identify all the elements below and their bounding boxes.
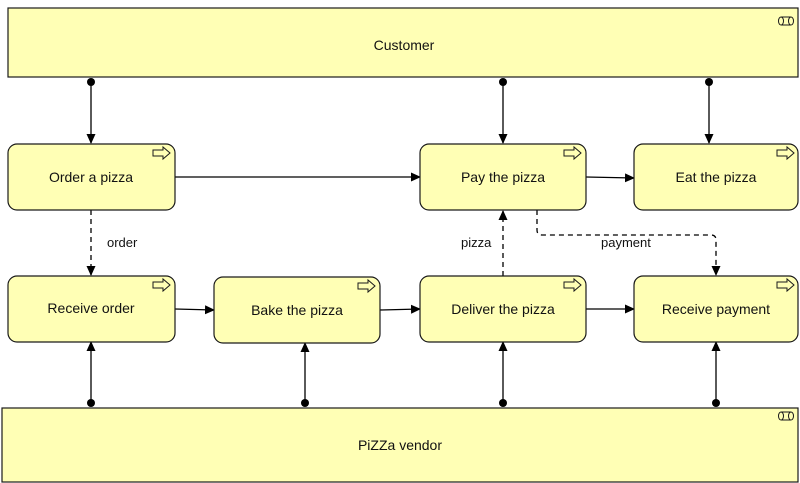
role-vendor-label: PiZZa vendor [358,437,442,453]
role-icon [778,411,794,421]
assignment-dot [712,399,720,407]
trigger-bake-to-deliver[interactable] [379,304,421,314]
process-pay-pizza[interactable]: Pay the pizza [419,143,587,211]
connections [86,82,721,403]
role-customer-label: Customer [374,37,435,53]
assignment-dot [499,399,507,407]
process-receive-payment[interactable]: Receive payment [633,275,799,343]
process-pay-pizza-label: Pay the pizza [461,169,545,185]
process-receive-order[interactable]: Receive order [7,275,176,343]
flow-payment-label: payment [601,235,651,250]
process-bake-pizza[interactable]: Bake the pizza [213,276,381,344]
process-bake-pizza-label: Bake the pizza [251,302,343,318]
flow-payment[interactable] [536,210,721,276]
assignment-dot [301,399,309,407]
role-customer[interactable]: Customer [7,7,799,78]
trigger-receive-to-bake[interactable] [174,305,215,315]
process-order-pizza[interactable]: Order a pizza [7,143,176,211]
process-arrow-icon [563,277,582,293]
process-order-pizza-label: Order a pizza [49,169,133,185]
assignment-dot [87,399,95,407]
process-arrow-icon [563,145,582,161]
process-deliver-pizza[interactable]: Deliver the pizza [419,275,587,343]
trigger-pay-to-eat[interactable] [585,173,635,183]
process-deliver-pizza-label: Deliver the pizza [451,301,555,317]
flow-order-label: order [107,235,138,250]
process-arrow-icon [776,145,795,161]
assignment-dot [705,78,713,86]
process-receive-order-label: Receive order [47,300,134,316]
process-arrow-icon [357,278,376,294]
assignment-dot [87,78,95,86]
role-icon [778,16,794,26]
role-vendor[interactable]: PiZZa vendor [1,407,799,483]
process-eat-pizza[interactable]: Eat the pizza [633,143,799,211]
assignment-dot [499,78,507,86]
process-receive-payment-label: Receive payment [662,301,770,317]
process-eat-pizza-label: Eat the pizza [676,169,757,185]
flow-pizza-label: pizza [461,235,492,250]
process-arrow-icon [776,277,795,293]
process-arrow-icon [152,145,171,161]
process-arrow-icon [152,277,171,293]
assignment-dots [87,78,720,407]
